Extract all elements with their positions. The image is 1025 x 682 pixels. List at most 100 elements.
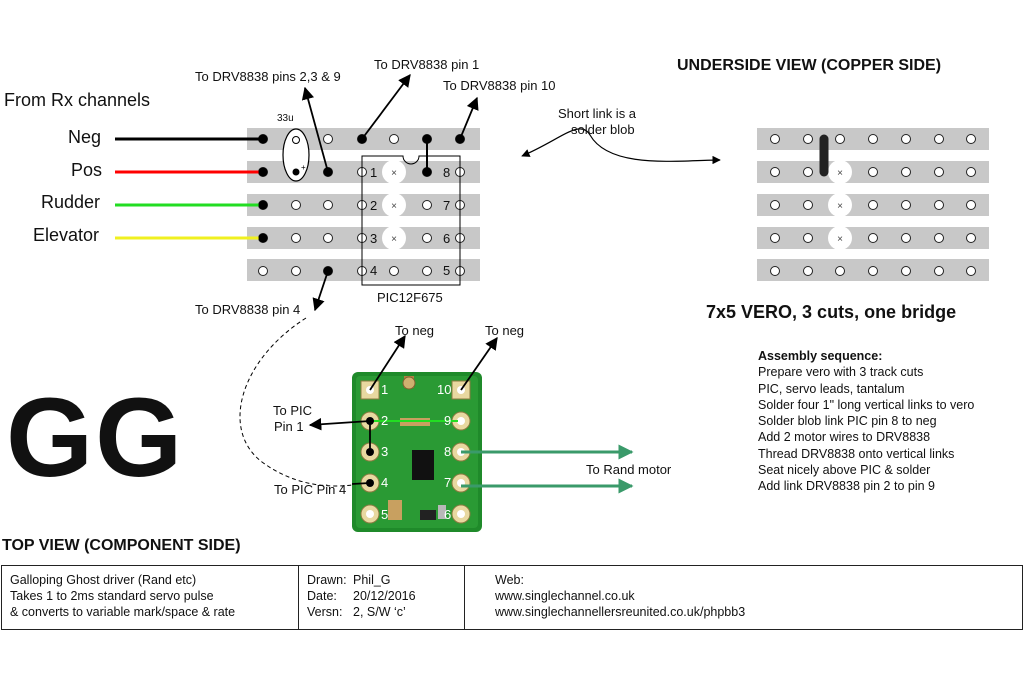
vero-hole	[422, 266, 432, 276]
vero-hole	[803, 233, 813, 243]
drv-pin-5: 5	[381, 507, 389, 522]
from-rx-label: From Rx channels	[4, 90, 151, 110]
vero-hole	[291, 200, 301, 210]
assembly-step: Add 2 motor wires to DRV8838	[758, 430, 931, 445]
callout-drv-pin4: To DRV8838 pin 4	[195, 302, 301, 317]
vero-hole	[258, 266, 268, 276]
drv-pin-1: 1	[381, 382, 389, 397]
assembly-step: Solder blob link PIC pin 8 to neg	[758, 414, 937, 429]
assembly-sequence: Assembly sequence: Prepare vero with 3 t…	[758, 348, 974, 495]
vero-hole	[901, 266, 911, 276]
underside-vero-board: × × ×	[757, 128, 989, 281]
vero-hole	[291, 233, 301, 243]
track-cut	[828, 226, 852, 250]
desc-line: & converts to variable mark/space & rate	[10, 605, 236, 619]
vero-hole	[389, 134, 399, 144]
to-neg-label-b: To neg	[485, 323, 525, 338]
vero-hole	[901, 233, 911, 243]
assembly-title: Assembly sequence:	[758, 349, 883, 363]
neg-label: Neg	[68, 127, 102, 147]
drv-pin-6: 6	[444, 507, 452, 522]
drv-pad-hole	[457, 510, 465, 518]
to-neg-label-a: To neg	[395, 323, 435, 338]
vero-hole	[422, 200, 432, 210]
vero-hole	[934, 200, 944, 210]
callout-drv-pin10: To DRV8838 pin 10	[443, 78, 556, 93]
drv-pin-3: 3	[381, 444, 389, 459]
short-link-note-2: solder blob	[571, 122, 635, 137]
vero-hole	[934, 233, 944, 243]
drv-pin-10: 10	[437, 382, 452, 397]
pic-pin-5: 5	[443, 263, 451, 278]
title-block-meta: Drawn:Phil_G Date:20/12/2016 Versn:2, S/…	[298, 566, 464, 629]
vero-hole	[901, 167, 911, 177]
vero-hole	[323, 200, 333, 210]
pos-label: Pos	[71, 160, 103, 180]
drawn-label: Drawn:	[307, 573, 347, 587]
drv-pin-7: 7	[444, 475, 452, 490]
drawn-value: Phil_G	[353, 573, 391, 587]
vero-hole	[934, 167, 944, 177]
vero-hole	[323, 233, 333, 243]
top-view-title: TOP VIEW (COMPONENT SIDE)	[2, 537, 241, 554]
track-cut	[828, 160, 852, 184]
elevator-label: Elevator	[33, 225, 100, 245]
track-cut	[382, 193, 406, 217]
vero-hole	[770, 233, 780, 243]
title-block-web: Web: www.singlechannel.co.uk www.singlec…	[464, 566, 1022, 629]
vero-hole	[422, 233, 432, 243]
version-label: Versn:	[307, 605, 343, 619]
date-label: Date:	[307, 589, 337, 603]
drv8838-board	[352, 372, 482, 532]
drv-pin-9: 9	[444, 413, 452, 428]
underside-subtitle: 7x5 VERO, 3 cuts, one bridge	[706, 302, 957, 322]
vero-hole	[291, 266, 301, 276]
vero-hole	[835, 266, 845, 276]
gg-logo: GG	[6, 375, 185, 500]
vero-hole	[934, 134, 944, 144]
vero-hole	[868, 233, 878, 243]
svg-text:×: ×	[391, 234, 397, 245]
date-value: 20/12/2016	[353, 589, 416, 603]
to-pic-pin4: To PIC Pin 4	[274, 482, 347, 497]
vero-hole	[966, 134, 976, 144]
vero-hole	[966, 233, 976, 243]
assembly-step: Thread DRV8838 onto vertical links	[758, 446, 955, 461]
svg-text:×: ×	[391, 201, 397, 212]
title-block-description: Galloping Ghost driver (Rand etc) Takes …	[2, 566, 298, 629]
tantalum-capacitor: +	[282, 128, 310, 182]
track-cut	[382, 160, 406, 184]
drv-pad-hole	[457, 417, 465, 425]
vero-hole	[770, 200, 780, 210]
vero-hole	[770, 134, 780, 144]
vero-hole	[770, 266, 780, 276]
pic-pin-2: 2	[370, 198, 378, 213]
vero-hole	[966, 167, 976, 177]
vero-hole	[803, 200, 813, 210]
callout-drv-pin1: To DRV8838 pin 1	[374, 57, 480, 72]
web-link[interactable]: www.singlechannel.co.uk	[495, 589, 635, 603]
vero-hole	[966, 266, 976, 276]
pic-pin-6: 6	[443, 231, 451, 246]
web-label: Web:	[495, 573, 524, 587]
to-pic-pin1-a: To PIC	[273, 403, 313, 418]
svg-text:+: +	[301, 163, 306, 172]
track-cut	[828, 193, 852, 217]
web-link[interactable]: www.singlechannellersreunited.co.uk/phpb…	[495, 605, 746, 619]
vero-hole	[770, 167, 780, 177]
desc-line: Galloping Ghost driver (Rand etc)	[10, 573, 197, 587]
svg-text:×: ×	[837, 168, 843, 179]
vero-hole	[803, 167, 813, 177]
svg-text:×: ×	[837, 234, 843, 245]
vero-hole	[901, 200, 911, 210]
vero-hole	[934, 266, 944, 276]
vero-hole	[835, 134, 845, 144]
vero-hole	[389, 266, 399, 276]
drv-pad-hole	[366, 510, 374, 518]
capacitor-value: 33u	[277, 113, 294, 124]
title-block: Galloping Ghost driver (Rand etc) Takes …	[1, 565, 1023, 630]
short-link-note-1: Short link is a	[558, 106, 637, 121]
vero-hole	[803, 266, 813, 276]
callout-drv-pins-239: To DRV8838 pins 2,3 & 9	[195, 69, 341, 84]
